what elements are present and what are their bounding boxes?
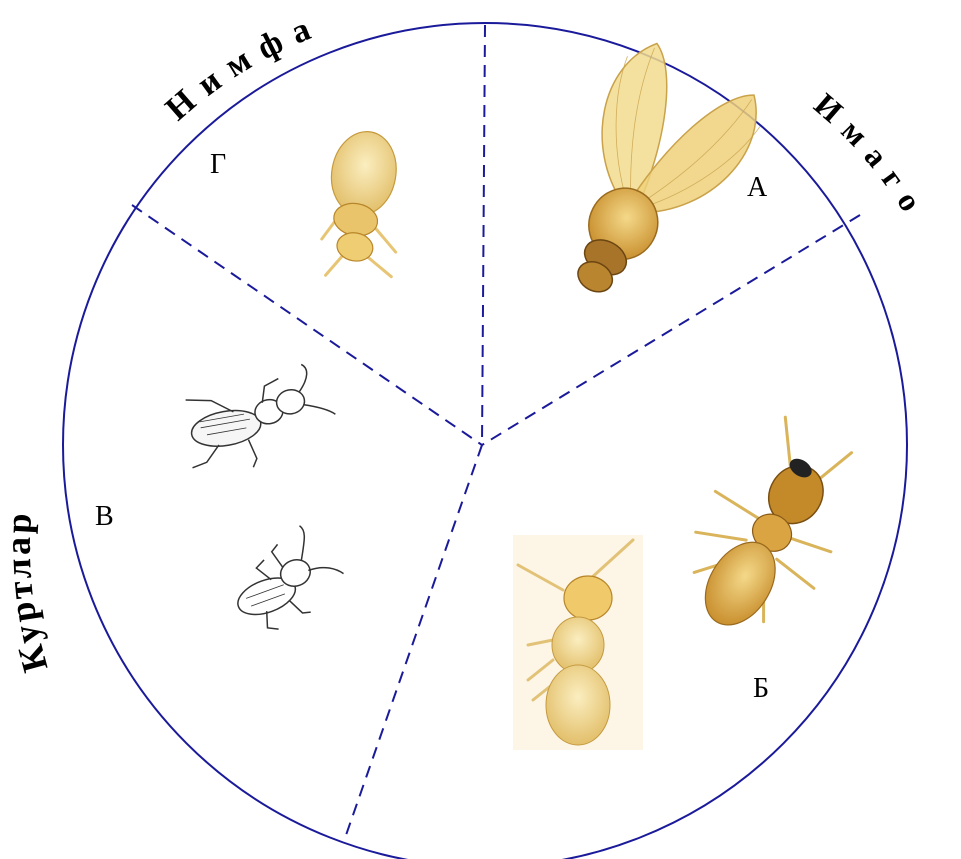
sector-label-a: А bbox=[747, 172, 768, 203]
arc-label-larvae: Куртлар bbox=[0, 509, 56, 676]
sector-label-v: В bbox=[95, 501, 114, 532]
larva-sketch-icon-2 bbox=[220, 517, 354, 639]
nymph-termite-icon bbox=[314, 126, 416, 286]
divider-top bbox=[482, 25, 485, 445]
divider-lower bbox=[345, 445, 482, 838]
arc-label-imago-text: И м а г о bbox=[808, 86, 931, 219]
arc-label-imago: И м а г о bbox=[808, 86, 931, 219]
larva-sketch-icon-1 bbox=[178, 360, 342, 478]
sector-label-g: Г bbox=[210, 149, 226, 180]
sector-label-b: Б bbox=[753, 673, 769, 704]
winged-termite-icon bbox=[522, 34, 771, 324]
worker-termite-icon bbox=[513, 535, 643, 750]
divider-upper-left bbox=[132, 205, 482, 445]
soldier-termite-icon bbox=[657, 402, 885, 656]
divider-upper-right bbox=[482, 215, 860, 445]
arc-label-larvae-text: Куртлар bbox=[0, 509, 56, 676]
